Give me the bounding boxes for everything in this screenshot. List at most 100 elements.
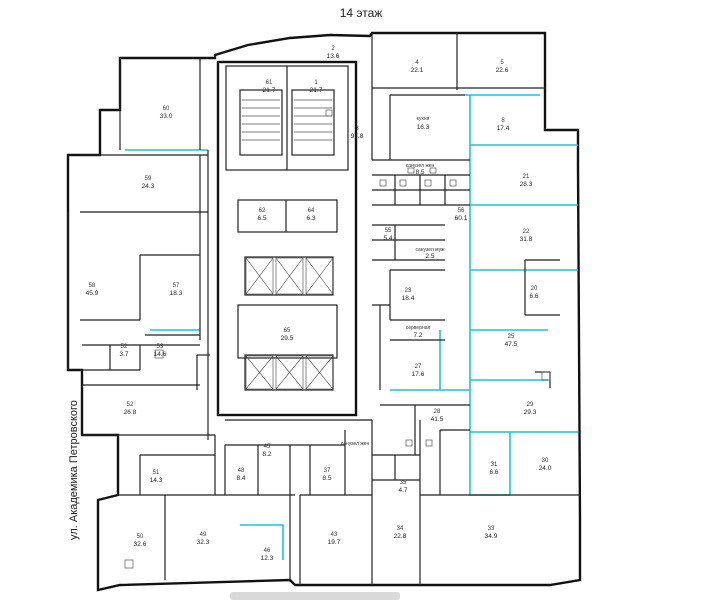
svg-text:58: 58: [89, 283, 96, 289]
svg-text:25: 25: [508, 334, 515, 340]
svg-text:32.6: 32.6: [134, 541, 147, 548]
svg-text:16.3: 16.3: [417, 124, 430, 131]
svg-text:57: 57: [173, 283, 180, 289]
svg-text:8.4: 8.4: [236, 475, 245, 482]
svg-text:12.3: 12.3: [261, 555, 274, 562]
svg-text:2.5: 2.5: [425, 253, 434, 260]
svg-text:22.1: 22.1: [411, 67, 424, 74]
svg-text:65: 65: [284, 328, 291, 334]
svg-text:61: 61: [266, 80, 273, 86]
svg-text:5: 5: [500, 60, 504, 66]
svg-text:51: 51: [153, 470, 160, 476]
svg-text:санузел жен: санузел жен: [406, 163, 435, 169]
svg-text:21.7: 21.7: [310, 87, 323, 94]
svg-text:14.6: 14.6: [154, 351, 167, 358]
svg-text:29: 29: [527, 402, 534, 408]
svg-text:37: 37: [324, 468, 331, 474]
svg-text:47.5: 47.5: [505, 341, 518, 348]
svg-text:5.4: 5.4: [383, 235, 392, 242]
svg-text:30: 30: [542, 458, 549, 464]
svg-text:32.3: 32.3: [197, 539, 210, 546]
svg-text:23: 23: [405, 288, 412, 294]
room-2: 213.6: [327, 46, 340, 60]
room-31: 316.6: [489, 462, 498, 476]
room-37: 378.5: [322, 468, 331, 482]
room-8: 817.4: [497, 118, 510, 132]
room-55: 555.4: [383, 228, 392, 242]
svg-text:17.4: 17.4: [497, 125, 510, 132]
room-45: 458.2: [262, 444, 271, 458]
room-52-small: 523.7: [119, 344, 128, 358]
svg-text:26.8: 26.8: [124, 409, 137, 416]
svg-text:кухня: кухня: [417, 116, 430, 122]
room-35: 354.7: [398, 480, 407, 494]
svg-text:24.3: 24.3: [142, 183, 155, 190]
room-4: 422.1: [411, 60, 424, 74]
svg-text:62: 62: [259, 208, 266, 214]
svg-text:1: 1: [314, 80, 318, 86]
svg-text:35: 35: [400, 480, 407, 486]
svg-text:6.6: 6.6: [529, 293, 538, 300]
svg-text:4.7: 4.7: [398, 487, 407, 494]
svg-text:2: 2: [331, 46, 335, 52]
svg-text:33.0: 33.0: [160, 113, 173, 120]
svg-text:6.5: 6.5: [257, 215, 266, 222]
svg-text:24.0: 24.0: [539, 465, 552, 472]
svg-text:46: 46: [264, 548, 271, 554]
svg-text:14.3: 14.3: [150, 477, 163, 484]
svg-text:64: 64: [308, 208, 315, 214]
scroll-indicator[interactable]: [230, 592, 400, 600]
svg-text:43: 43: [331, 532, 338, 538]
svg-text:серверная: серверная: [406, 325, 431, 331]
room-20: 206.6: [529, 286, 538, 300]
svg-text:8.5: 8.5: [322, 475, 331, 482]
svg-text:3.7: 3.7: [119, 351, 128, 358]
svg-text:4: 4: [415, 60, 419, 66]
room-3: 397.8: [351, 126, 364, 140]
svg-text:31.8: 31.8: [520, 236, 533, 243]
svg-text:19.7: 19.7: [328, 539, 341, 546]
svg-text:21.7: 21.7: [263, 87, 276, 94]
svg-text:8.5: 8.5: [415, 169, 424, 176]
outer-walls: [66, 31, 582, 592]
svg-text:20: 20: [531, 286, 538, 292]
svg-text:27: 27: [415, 364, 422, 370]
svg-text:48: 48: [238, 468, 245, 474]
svg-text:22: 22: [523, 229, 530, 235]
room-5: 522.6: [496, 60, 509, 74]
svg-text:8.2: 8.2: [262, 451, 271, 458]
svg-text:санузел жен: санузел жен: [341, 441, 370, 447]
svg-text:33: 33: [488, 526, 495, 532]
svg-text:29.3: 29.3: [524, 409, 537, 416]
svg-text:6.6: 6.6: [489, 469, 498, 476]
svg-text:53: 53: [157, 344, 164, 350]
svg-text:59: 59: [145, 176, 152, 182]
svg-text:52: 52: [121, 344, 128, 350]
svg-text:13.6: 13.6: [327, 53, 340, 60]
svg-text:52: 52: [127, 402, 134, 408]
room-1: 121.7: [310, 80, 323, 94]
svg-text:18.4: 18.4: [402, 295, 415, 302]
svg-text:34.9: 34.9: [485, 533, 498, 540]
svg-text:санузел муж: санузел муж: [415, 247, 445, 253]
svg-text:60.1: 60.1: [455, 215, 468, 222]
